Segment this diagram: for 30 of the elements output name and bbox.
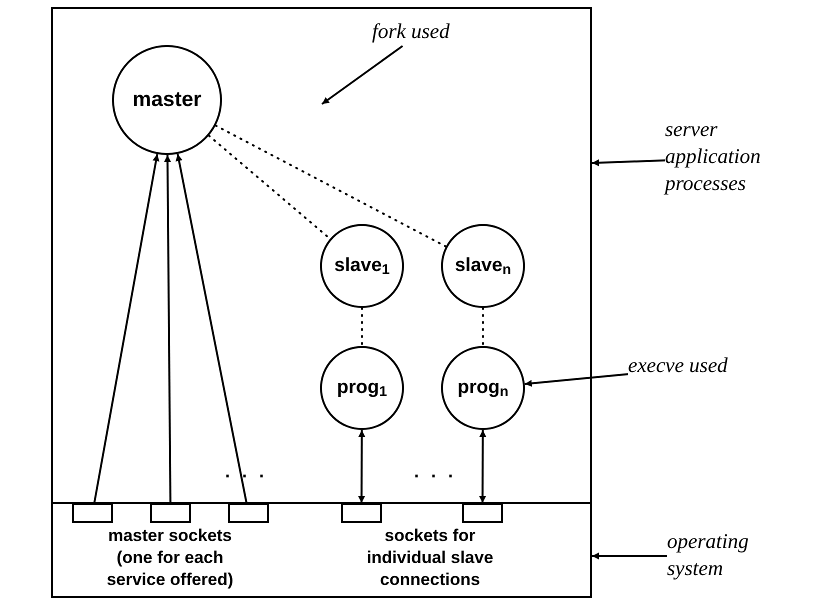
dotted-line — [482, 307, 484, 347]
process-label: master — [132, 87, 202, 114]
annotation-text: fork used — [372, 18, 472, 45]
arrow — [176, 154, 248, 504]
process-label: slave$_{1}$ — [334, 254, 390, 280]
arrow — [479, 430, 486, 503]
socket-box — [150, 503, 191, 523]
socket-box — [228, 503, 269, 523]
arrow — [592, 159, 666, 166]
arrow — [358, 430, 366, 503]
socket-box — [72, 503, 113, 523]
arrow — [321, 45, 404, 105]
process-label: prog$_{1}$ — [336, 376, 388, 402]
socket-box — [341, 503, 382, 523]
annotation-text: execve used — [628, 352, 798, 379]
ellipsis-text: · · · — [414, 465, 457, 488]
arrow — [592, 552, 667, 560]
process-label: prog$_{n}$ — [458, 376, 508, 402]
caption-text: master sockets (one for each service offered) — [106, 525, 234, 591]
arrow — [524, 373, 628, 387]
dotted-line — [214, 124, 447, 248]
annotation-text: operating system — [667, 528, 777, 582]
arrow — [93, 154, 160, 504]
dotted-line — [361, 307, 363, 347]
process-label: slave$_{n}$ — [454, 254, 512, 280]
caption-text: sockets for individual slave connections — [366, 525, 494, 591]
arrow — [164, 155, 172, 503]
ellipsis-text: · · · — [225, 465, 268, 488]
annotation-text: server application processes — [665, 116, 800, 197]
socket-box — [462, 503, 503, 523]
